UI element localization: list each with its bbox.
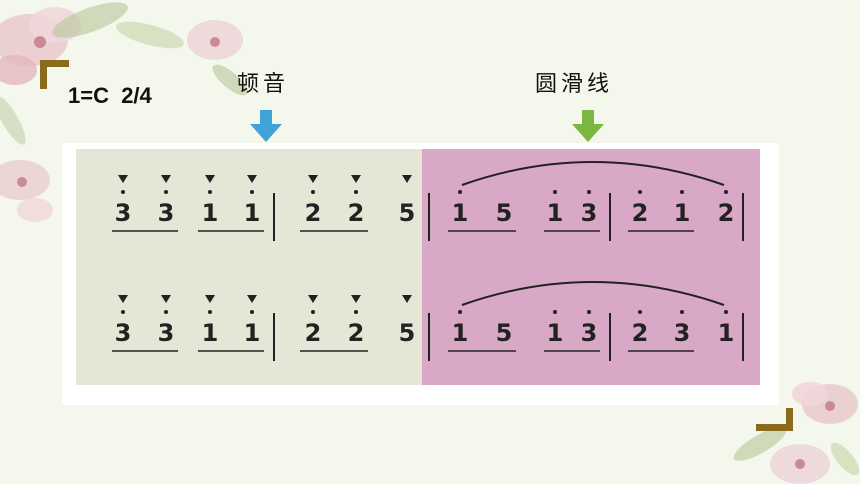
slur-arc bbox=[461, 161, 725, 186]
high-octave-dot bbox=[354, 310, 358, 314]
staccato-mark bbox=[351, 175, 361, 183]
high-octave-dot bbox=[724, 190, 728, 194]
staccato-note-2-5: 2 bbox=[305, 319, 322, 347]
legato-note-2-3: 1 bbox=[547, 319, 564, 347]
high-octave-dot bbox=[311, 190, 315, 194]
high-octave-dot bbox=[638, 190, 642, 194]
staccato-note-1-5: 2 bbox=[305, 199, 322, 227]
legato-note-2-4: 3 bbox=[581, 319, 598, 347]
high-octave-dot bbox=[458, 310, 462, 314]
high-octave-dot bbox=[250, 310, 254, 314]
staccato-mark bbox=[308, 295, 318, 303]
legato-note-2-2: 5 bbox=[496, 319, 513, 347]
high-octave-dot bbox=[680, 190, 684, 194]
staccato-note-2-7: 5 bbox=[399, 319, 416, 347]
staccato-mark bbox=[118, 295, 128, 303]
staccato-note-2-1: 3 bbox=[115, 319, 132, 347]
staccato-mark bbox=[402, 295, 412, 303]
staccato-mark bbox=[247, 175, 257, 183]
high-octave-dot bbox=[121, 190, 125, 194]
legato-note-1-5: 2 bbox=[632, 199, 649, 227]
legato-note-1-7: 2 bbox=[718, 199, 735, 227]
high-octave-dot bbox=[311, 310, 315, 314]
staccato-mark bbox=[161, 175, 171, 183]
high-octave-dot bbox=[208, 310, 212, 314]
legato-note-1-6: 1 bbox=[674, 199, 691, 227]
staccato-note-1-6: 2 bbox=[348, 199, 365, 227]
staccato-label: 顿音 bbox=[237, 72, 290, 97]
staccato-note-1-3: 1 bbox=[202, 199, 219, 227]
staccato-mark bbox=[247, 295, 257, 303]
legato-note-2-5: 2 bbox=[632, 319, 649, 347]
staccato-mark bbox=[351, 295, 361, 303]
legato-section-bg bbox=[422, 149, 760, 385]
staccato-arrow-icon bbox=[250, 110, 282, 142]
key-signature: 1=C 2/4 bbox=[68, 83, 152, 108]
legato-note-1-1: 1 bbox=[452, 199, 469, 227]
legato-note-2-1: 1 bbox=[452, 319, 469, 347]
staccato-mark bbox=[205, 295, 215, 303]
legato-note-2-7: 1 bbox=[718, 319, 735, 347]
staccato-note-2-6: 2 bbox=[348, 319, 365, 347]
staccato-mark bbox=[161, 295, 171, 303]
staccato-note-1-4: 1 bbox=[244, 199, 261, 227]
high-octave-dot bbox=[458, 190, 462, 194]
high-octave-dot bbox=[164, 310, 168, 314]
high-octave-dot bbox=[121, 310, 125, 314]
slur-arrow-icon bbox=[572, 110, 604, 142]
high-octave-dot bbox=[724, 310, 728, 314]
staccato-note-2-3: 1 bbox=[202, 319, 219, 347]
high-octave-dot bbox=[587, 190, 591, 194]
staccato-note-1-2: 3 bbox=[158, 199, 175, 227]
high-octave-dot bbox=[250, 190, 254, 194]
high-octave-dot bbox=[638, 310, 642, 314]
slur-arc bbox=[461, 281, 725, 306]
high-octave-dot bbox=[553, 190, 557, 194]
floral-decoration-bottom-right bbox=[733, 382, 860, 484]
high-octave-dot bbox=[680, 310, 684, 314]
corner-frame-bottom-right bbox=[756, 408, 793, 431]
staccato-mark bbox=[402, 175, 412, 183]
staccato-note-2-4: 1 bbox=[244, 319, 261, 347]
corner-frame-top-left bbox=[40, 60, 69, 89]
high-octave-dot bbox=[208, 190, 212, 194]
legato-note-2-6: 3 bbox=[674, 319, 691, 347]
staccato-mark bbox=[118, 175, 128, 183]
legato-note-1-3: 1 bbox=[547, 199, 564, 227]
legato-note-1-4: 3 bbox=[581, 199, 598, 227]
high-octave-dot bbox=[164, 190, 168, 194]
staccato-mark bbox=[308, 175, 318, 183]
staccato-note-1-7: 5 bbox=[399, 199, 416, 227]
high-octave-dot bbox=[354, 190, 358, 194]
staccato-note-1-1: 3 bbox=[115, 199, 132, 227]
staccato-note-2-2: 3 bbox=[158, 319, 175, 347]
legato-note-1-2: 5 bbox=[496, 199, 513, 227]
high-octave-dot bbox=[553, 310, 557, 314]
floral-decoration-top-left bbox=[0, 2, 248, 222]
staccato-mark bbox=[205, 175, 215, 183]
high-octave-dot bbox=[587, 310, 591, 314]
staccato-section-bg bbox=[76, 149, 422, 385]
slur-label: 圆滑线 bbox=[535, 72, 614, 97]
